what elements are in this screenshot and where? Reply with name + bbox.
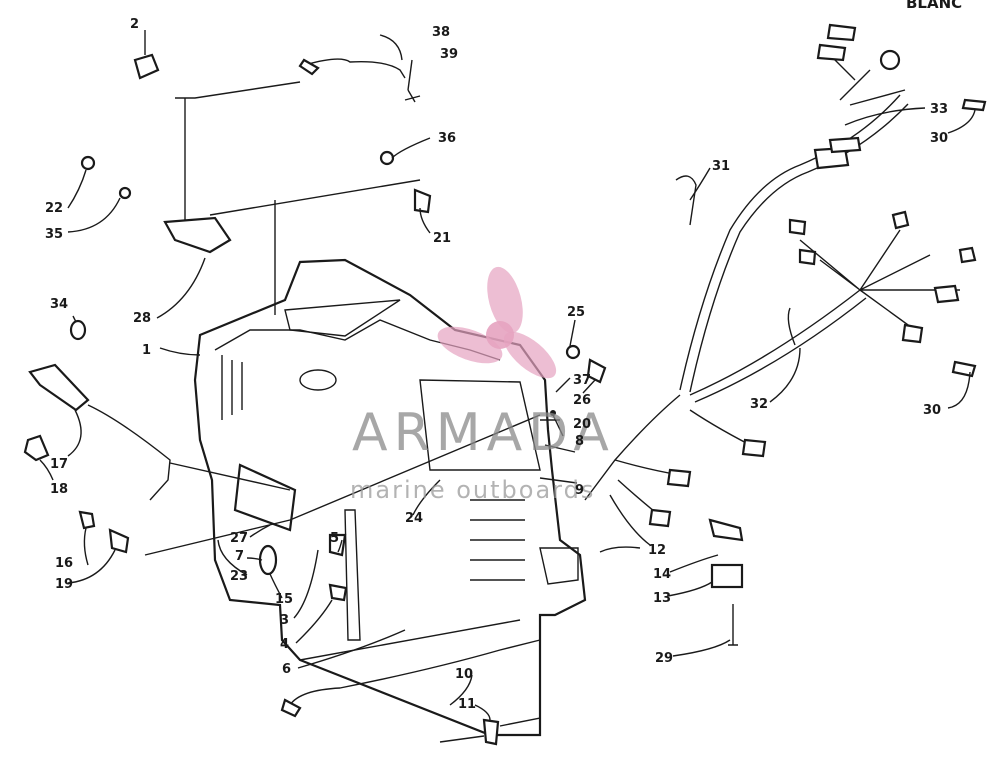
callout-label: 29 xyxy=(655,651,673,666)
callout-label: 1 xyxy=(142,343,151,358)
callout-label: 2 xyxy=(130,17,139,32)
callout-label: 13 xyxy=(653,591,671,606)
callout-label: 16 xyxy=(55,556,73,571)
callout-label: 26 xyxy=(573,393,591,408)
bottom-cowl-part xyxy=(193,258,587,737)
callout-label: 31 xyxy=(712,159,730,174)
callout-label: 7 xyxy=(235,549,244,564)
callout-label: 15 xyxy=(275,592,293,607)
callout-label: 30 xyxy=(930,131,948,146)
callout-label: 8 xyxy=(575,434,584,449)
callout-label: 5 xyxy=(330,531,339,546)
callout-label: 9 xyxy=(575,483,584,498)
propeller-logo-icon xyxy=(437,266,557,379)
leader-lines xyxy=(39,30,976,727)
callout-label: 20 xyxy=(573,417,591,432)
callout-label: 37 xyxy=(573,373,591,388)
callout-label: 12 xyxy=(648,543,666,558)
callout-label: 19 xyxy=(55,577,73,592)
callout-label: 33 xyxy=(930,102,948,117)
callout-label: 35 xyxy=(45,227,63,242)
callout-label: 3 xyxy=(280,613,289,628)
callout-label: 22 xyxy=(45,201,63,216)
callout-label: 17 xyxy=(50,457,68,472)
wire-harness xyxy=(584,23,987,546)
callout-label: 25 xyxy=(567,305,585,320)
callout-label: 36 xyxy=(438,131,456,146)
callout-label: 11 xyxy=(458,697,476,712)
callout-label: 34 xyxy=(50,297,68,312)
watermark-brand: ARMADA xyxy=(352,403,615,463)
callout-label: 14 xyxy=(653,567,671,582)
callout-label: 27 xyxy=(230,531,248,546)
callout-label: 39 xyxy=(440,47,458,62)
callout-label: 10 xyxy=(455,667,473,682)
armada-watermark: ARMADA marine outboards xyxy=(350,266,615,504)
callout-labels: 2 38 39 36 22 35 21 28 34 1 17 18 16 19 … xyxy=(45,17,948,712)
callout-label: 4 xyxy=(280,637,289,652)
callout-label: 23 xyxy=(230,569,248,584)
callout-label: 32 xyxy=(750,397,768,412)
callout-label: 6 xyxy=(282,662,291,677)
callout-label: 24 xyxy=(405,511,423,526)
callout-label: 28 xyxy=(133,311,151,326)
callout-label: 30 xyxy=(923,403,941,418)
callout-label: 18 xyxy=(50,482,68,497)
callout-label: 38 xyxy=(432,25,450,40)
callout-label: 21 xyxy=(433,231,451,246)
watermark-tagline: marine outboards xyxy=(350,476,595,504)
header-partial-title: BLANC xyxy=(906,0,962,12)
